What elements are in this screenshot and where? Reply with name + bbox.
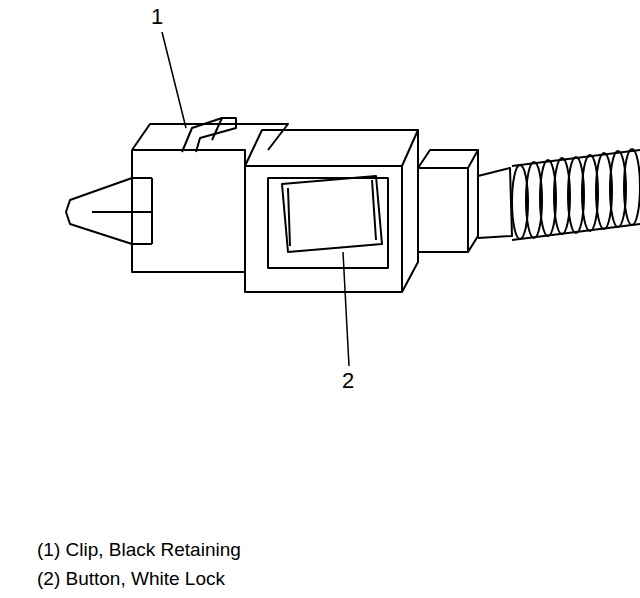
retaining-clip: [182, 118, 236, 152]
callout-number: 1: [151, 6, 163, 28]
lock-housing-top: [245, 130, 418, 166]
front-body-top-edge: [132, 150, 245, 166]
part-legend-text: (2) Button, White Lock: [37, 569, 225, 588]
leader-line: [162, 32, 186, 128]
lock-housing-side: [402, 130, 418, 292]
retaining-clip: [212, 118, 222, 140]
wire-boot: [478, 168, 512, 238]
callout-number: 2: [342, 370, 354, 392]
body-step: [151, 178, 153, 244]
rear-collar: [418, 150, 478, 252]
part-legend-text: (1) Clip, Black Retaining: [37, 540, 241, 559]
body-step: [132, 243, 152, 245]
lock-housing: [245, 166, 402, 292]
white-lock-button: [288, 180, 376, 246]
front-body: [132, 150, 245, 272]
leader-line: [343, 252, 349, 366]
body-step: [132, 177, 152, 179]
corrugated-conduit: [512, 150, 640, 240]
nose-slot: [92, 211, 152, 213]
front-body-top: [132, 124, 288, 150]
rear-collar: [418, 168, 468, 252]
conduit-ribs: [512, 149, 640, 239]
white-lock-button: [282, 176, 382, 252]
